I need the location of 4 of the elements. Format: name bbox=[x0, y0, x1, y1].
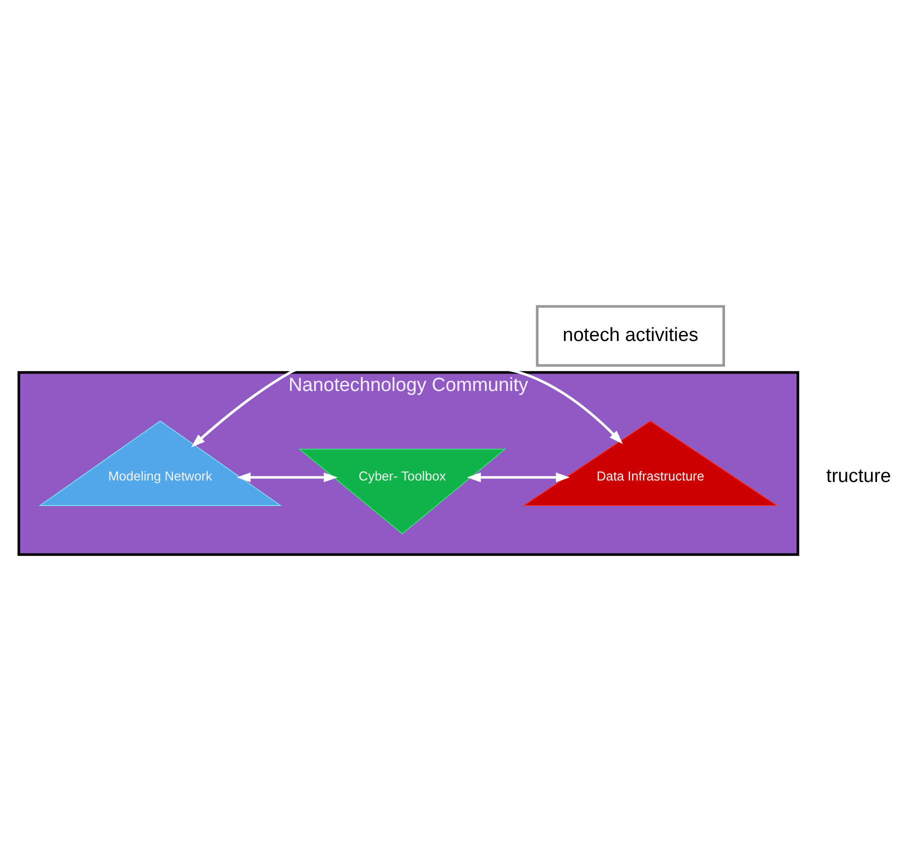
label: tructure bbox=[826, 466, 891, 488]
arrow bbox=[466, 472, 570, 482]
node-box: notech activities bbox=[536, 305, 726, 367]
arrow bbox=[236, 472, 338, 482]
